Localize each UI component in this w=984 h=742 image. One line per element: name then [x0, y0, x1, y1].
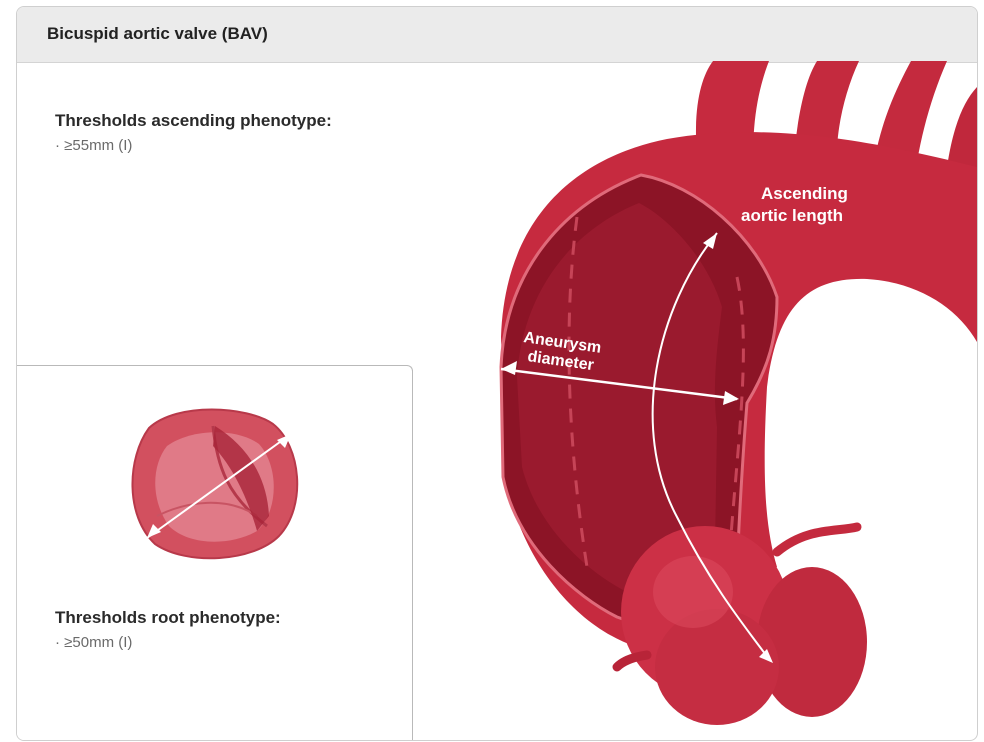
ascending-length-label-1: Ascending [761, 184, 848, 203]
root-heading: Thresholds root phenotype: [55, 608, 281, 628]
root-thresholds: Thresholds root phenotype: · ≥50mm (I) [55, 608, 281, 651]
root-threshold-item: · ≥50mm (I) [55, 634, 281, 651]
valve-illustration [17, 366, 412, 606]
aortic-root [617, 526, 867, 725]
root-phenotype-box: Thresholds root phenotype: · ≥50mm (I) [17, 365, 413, 741]
ascending-length-label-2: aortic length [741, 206, 843, 225]
bav-card: Bicuspid aortic valve (BAV) Thresholds a… [16, 6, 978, 741]
